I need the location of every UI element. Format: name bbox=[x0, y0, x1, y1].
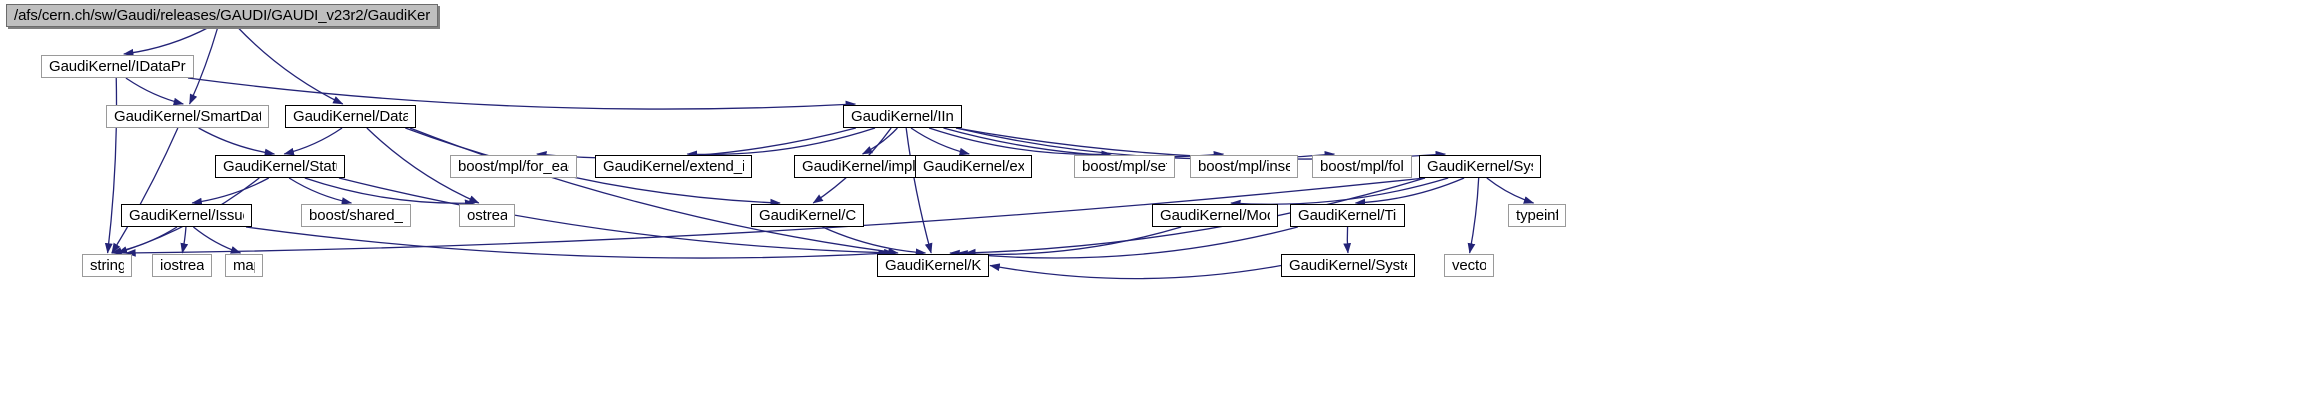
graph-node-map[interactable]: map bbox=[225, 254, 263, 277]
graph-edge-iinterface-to-extendinterfaces bbox=[686, 127, 876, 159]
graph-node-mplset[interactable]: boost/mpl/set.hpp bbox=[1074, 155, 1175, 178]
graph-node-label: typeinfo bbox=[1516, 208, 1558, 223]
graph-node-typeinfo[interactable]: typeinfo bbox=[1508, 204, 1566, 227]
graph-node-label: GaudiKernel/System.h bbox=[1427, 159, 1533, 174]
graph-edge-iinterface-to-foreach bbox=[536, 127, 856, 159]
graph-node-implements[interactable]: GaudiKernel/implements.h bbox=[794, 155, 926, 178]
graph-node-sharedptr[interactable]: boost/shared_ptr.hpp bbox=[301, 204, 411, 227]
graph-edge-issueseverity-to-kernel bbox=[245, 226, 889, 259]
graph-node-label: map bbox=[233, 258, 255, 273]
graph-edge-issueseverity-to-iostream bbox=[180, 226, 189, 254]
graph-node-label: boost/shared_ptr.hpp bbox=[309, 208, 403, 223]
graph-edge-smartdataobjptr-to-statuscode bbox=[198, 127, 276, 157]
graph-node-label: GaudiKernel/extends.h bbox=[923, 159, 1024, 174]
graph-edge-statuscode-to-sharedptr bbox=[288, 177, 353, 205]
graph-edge-system-to-typeinfo bbox=[1486, 177, 1535, 204]
graph-node-label: vector bbox=[1452, 258, 1486, 273]
graph-node-label: boost/mpl/insert.hpp bbox=[1198, 159, 1290, 174]
graph-edge-iinterface-to-mplset bbox=[928, 127, 1112, 159]
graph-edge-classid-to-kernel bbox=[822, 226, 927, 257]
graph-node-foreach[interactable]: boost/mpl/for_each.hpp bbox=[450, 155, 577, 178]
graph-node-label: GaudiKernel/SystemBase.h bbox=[1289, 258, 1407, 273]
graph-node-vector[interactable]: vector bbox=[1444, 254, 1494, 277]
graph-node-issueseverity[interactable]: GaudiKernel/IssueSeverity.h bbox=[121, 204, 252, 227]
graph-edge-system-to-timing bbox=[1354, 177, 1465, 207]
graph-edge-dataobject-to-statuscode bbox=[283, 127, 343, 156]
graph-node-mplfold[interactable]: boost/mpl/fold.hpp bbox=[1312, 155, 1412, 178]
graph-node-label: /afs/cern.ch/sw/Gaudi/releases/GAUDI/GAU… bbox=[14, 8, 430, 23]
graph-edge-issueseverity-to-map bbox=[192, 226, 242, 254]
graph-node-system[interactable]: GaudiKernel/System.h bbox=[1419, 155, 1541, 178]
graph-node-kernel[interactable]: GaudiKernel/Kernel.h bbox=[877, 254, 989, 277]
graph-node-label: GaudiKernel/DataObject.h bbox=[293, 109, 408, 124]
graph-edge-dataobject-to-kernel bbox=[409, 127, 899, 256]
graph-edge-root-to-idataprovidersvc bbox=[123, 26, 210, 57]
graph-node-iinterface[interactable]: GaudiKernel/IInterface.h bbox=[843, 105, 962, 128]
graph-edge-iinterface-to-mplinsert bbox=[943, 127, 1225, 159]
graph-node-label: GaudiKernel/StatusCode.h bbox=[223, 159, 337, 174]
graph-node-extends[interactable]: GaudiKernel/extends.h bbox=[915, 155, 1032, 178]
graph-node-idataprovidersvc[interactable]: GaudiKernel/IDataProviderSvc.h bbox=[41, 55, 194, 78]
graph-node-label: GaudiKernel/IInterface.h bbox=[851, 109, 954, 124]
graph-node-label: GaudiKernel/Timing.h bbox=[1298, 208, 1397, 223]
graph-node-label: boost/mpl/fold.hpp bbox=[1320, 159, 1404, 174]
graph-edge-iinterface-to-implements bbox=[861, 127, 898, 155]
graph-node-root[interactable]: /afs/cern.ch/sw/Gaudi/releases/GAUDI/GAU… bbox=[6, 4, 438, 27]
graph-node-timing[interactable]: GaudiKernel/Timing.h bbox=[1290, 204, 1405, 227]
graph-node-label: GaudiKernel/Kernel.h bbox=[885, 258, 981, 273]
graph-edge-system-to-moduleinfo bbox=[1230, 177, 1449, 208]
graph-node-label: GaudiKernel/IssueSeverity.h bbox=[129, 208, 244, 223]
graph-node-moduleinfo[interactable]: GaudiKernel/ModuleInfo.h bbox=[1152, 204, 1278, 227]
graph-node-smartdataobjptr[interactable]: GaudiKernel/SmartDataObjectPtr.h bbox=[106, 105, 269, 128]
graph-node-string[interactable]: string bbox=[82, 254, 132, 277]
graph-node-label: GaudiKernel/extend_interfaces.h bbox=[603, 159, 744, 174]
graph-node-statuscode[interactable]: GaudiKernel/StatusCode.h bbox=[215, 155, 345, 178]
graph-edge-statuscode-to-ostream bbox=[304, 177, 476, 208]
graph-node-dataobject[interactable]: GaudiKernel/DataObject.h bbox=[285, 105, 416, 128]
graph-edge-timing-to-kernel bbox=[957, 226, 1298, 259]
graph-edge-idataprovidersvc-to-smartdataobjptr bbox=[125, 77, 184, 106]
graph-node-systembase[interactable]: GaudiKernel/SystemBase.h bbox=[1281, 254, 1415, 277]
graph-node-label: string bbox=[90, 258, 124, 273]
graph-edge-root-to-dataobject bbox=[236, 26, 344, 105]
graph-edge-iinterface-to-extends bbox=[910, 127, 970, 156]
graph-edge-issueseverity-to-string bbox=[111, 226, 178, 255]
graph-node-classid[interactable]: GaudiKernel/ClassID.h bbox=[751, 204, 864, 227]
graph-node-label: GaudiKernel/implements.h bbox=[802, 159, 918, 174]
graph-node-label: boost/mpl/for_each.hpp bbox=[458, 159, 569, 174]
graph-edge-moduleinfo-to-kernel bbox=[949, 226, 1182, 258]
graph-node-label: GaudiKernel/ClassID.h bbox=[759, 208, 856, 223]
edge-group bbox=[104, 26, 1535, 280]
graph-edge-timing-to-systembase bbox=[1343, 226, 1352, 254]
graph-edge-statuscode-to-issueseverity bbox=[191, 177, 270, 206]
graph-edge-smartdataobjptr-to-string bbox=[111, 127, 179, 254]
graph-edge-system-to-vector bbox=[1467, 177, 1480, 254]
graph-node-label: GaudiKernel/SmartDataObjectPtr.h bbox=[114, 109, 261, 124]
graph-node-label: GaudiKernel/IDataProviderSvc.h bbox=[49, 59, 186, 74]
graph-node-label: boost/mpl/set.hpp bbox=[1082, 159, 1167, 174]
graph-node-mplinsert[interactable]: boost/mpl/insert.hpp bbox=[1190, 155, 1298, 178]
graph-edge-systembase-to-kernel bbox=[989, 263, 1282, 280]
graph-node-label: GaudiKernel/ModuleInfo.h bbox=[1160, 208, 1270, 223]
graph-node-extendinterfaces[interactable]: GaudiKernel/extend_interfaces.h bbox=[595, 155, 752, 178]
graph-edge-iinterface-to-kernel bbox=[905, 127, 933, 254]
